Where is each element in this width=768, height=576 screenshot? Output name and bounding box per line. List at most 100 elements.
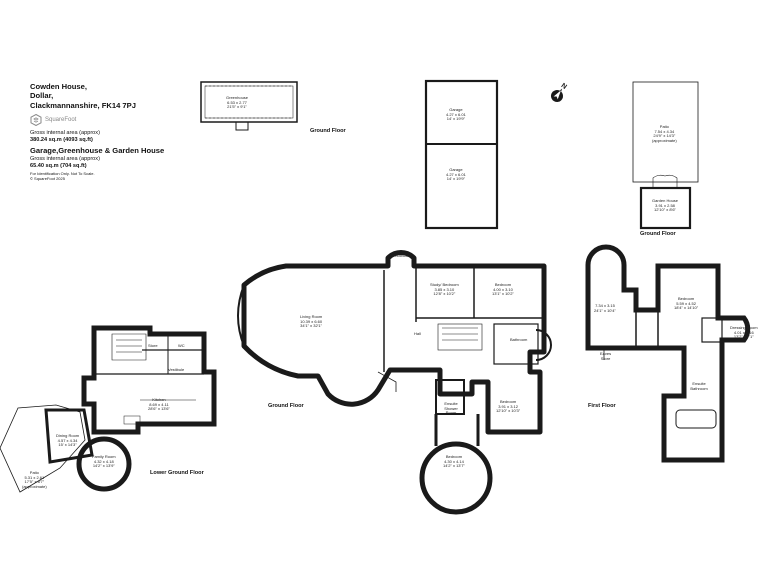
room-dims: 6.53 x 2.77 bbox=[227, 99, 247, 105]
room-name: Ensuite Shower Room bbox=[444, 401, 458, 416]
room-name: Kitchen bbox=[152, 397, 166, 402]
room-name: Garage bbox=[449, 167, 463, 172]
disclaimer-block: For Identification Only. Not To Scale. ©… bbox=[30, 171, 95, 181]
first-floor-plan bbox=[585, 244, 751, 463]
room-name: Study/ Bedroom bbox=[430, 282, 459, 287]
ground-floor-plan bbox=[237, 250, 552, 515]
squarefoot-icon bbox=[30, 114, 42, 126]
room-note: (approximate) bbox=[652, 137, 677, 143]
title-line-3: Clackmannanshire, FK14 7PJ bbox=[30, 100, 136, 110]
room-dims: 4.30 x 4.14 bbox=[444, 458, 464, 464]
greenhouse-plan bbox=[200, 81, 298, 131]
room-dims: 5.31 x 2.61 bbox=[24, 474, 45, 480]
room-store: Store bbox=[148, 343, 158, 348]
section-2-title: Garage,Greenhouse & Garden House bbox=[30, 146, 165, 155]
room-imperial: 34'1" x 32'1" bbox=[300, 323, 323, 329]
floor-title-first: First Floor bbox=[588, 403, 616, 409]
room-name: Bedroom bbox=[677, 296, 695, 301]
area-block-1: Gross internal area (approx) 380.24 sq.m… bbox=[30, 130, 100, 144]
floor-title-outbuildings: Ground Floor bbox=[310, 128, 346, 134]
room-imperial: 14' x 19'9" bbox=[446, 116, 466, 122]
room-note: Store bbox=[600, 355, 611, 361]
room-garden-house: Garden House 3.91 x 2.58 12'10" x 8'6" bbox=[652, 198, 679, 213]
room-dims: 4.27 x 6.01 bbox=[446, 111, 466, 117]
room-ensuite-bathroom: Ensuite Bathroom bbox=[686, 381, 712, 391]
room-bathroom: Bathroom bbox=[510, 337, 528, 342]
room-ensuite-shower: Ensuite Shower Room bbox=[441, 401, 461, 416]
room-dressing: Dressing Room 4.01 x 2.16 13'2" x 7'1" bbox=[730, 325, 758, 340]
room-wc: WC bbox=[178, 343, 185, 348]
room-dims: 4.32 x 4.18 bbox=[93, 458, 114, 464]
room-name: Family Room bbox=[92, 454, 116, 459]
room-name: Patio bbox=[29, 470, 39, 475]
room-name: Dressing Room bbox=[730, 325, 758, 330]
svg-text:N: N bbox=[560, 82, 568, 91]
area-block-2: Gross internal area (approx) 65.40 sq.m … bbox=[30, 156, 100, 170]
room-imperial: 24'9" x 14'3" bbox=[653, 133, 676, 139]
room-imperial: 12'8" x 10'2" bbox=[433, 291, 456, 297]
room-patio-lower: Patio 5.31 x 2.61 17'5" x 8'7" (approxim… bbox=[22, 470, 47, 489]
floor-title-garden-house: Ground Floor bbox=[640, 231, 676, 237]
room-name: Bedroom bbox=[445, 454, 463, 459]
room-dims: 10.39 x 6.60 bbox=[300, 318, 323, 324]
room-imperial: 13'2" x 7'1" bbox=[733, 334, 754, 340]
room-bedroom-c: Bedroom 4.30 x 4.14 14'2" x 13'7" bbox=[443, 454, 465, 469]
room-first-landing: 7.34 x 3.15 24'1" x 10'4" bbox=[594, 303, 616, 313]
room-dims: 3.85 x 3.10 bbox=[434, 286, 455, 292]
property-title: Cowden House, Dollar, Clackmannanshire, … bbox=[30, 82, 136, 110]
room-name: Eaves bbox=[600, 351, 612, 356]
room-dims: 5.59 x 4.52 bbox=[676, 300, 696, 306]
room-dims: 7.34 x 3.15 bbox=[595, 303, 615, 308]
room-bedroom-b: Bedroom 3.91 x 3.12 12'10" x 10'3" bbox=[496, 399, 521, 414]
room-dims: 4.00 x 3.10 bbox=[493, 286, 513, 292]
room-imperial: 24'1" x 10'4" bbox=[594, 307, 616, 313]
lower-ground-plan bbox=[0, 325, 217, 493]
room-dims: 3.91 x 2.58 bbox=[655, 202, 675, 208]
room-dims: 4.01 x 2.16 bbox=[733, 329, 754, 335]
garage-plan bbox=[424, 79, 499, 230]
room-name: Greenhouse bbox=[226, 95, 249, 100]
room-name: Garden House bbox=[652, 198, 679, 203]
brand-name: SquareFoot bbox=[45, 117, 77, 123]
room-name: Patio bbox=[659, 124, 669, 129]
room-kitchen: Kitchen 8.69 x 4.11 28'6" x 13'6" bbox=[148, 397, 170, 412]
room-note: (approximate) bbox=[22, 483, 47, 489]
room-bedroom-first: Bedroom 5.59 x 4.52 18'4" x 14'10" bbox=[674, 296, 699, 311]
room-name: Dining Room bbox=[56, 433, 80, 438]
room-bedroom-a: Bedroom 4.00 x 3.10 13'1" x 10'2" bbox=[492, 282, 514, 297]
room-imperial: 12'10" x 8'6" bbox=[654, 207, 676, 213]
room-name: Bedroom bbox=[499, 399, 517, 404]
room-imperial: 14'2" x 13'9" bbox=[92, 463, 115, 469]
room-dims: 4.57 x 4.34 bbox=[57, 437, 78, 443]
garden-house-plan bbox=[632, 81, 699, 230]
room-dims: 4.27 x 6.01 bbox=[446, 171, 466, 177]
brand-logo: SquareFoot bbox=[30, 114, 76, 126]
room-dims: 7.54 x 4.34 bbox=[654, 128, 675, 134]
room-living-room: Living Room 10.39 x 6.60 34'1" x 32'1" bbox=[300, 314, 323, 329]
room-imperial: 17'5" x 8'7" bbox=[24, 479, 45, 485]
area-label-1: Gross internal area (approx) bbox=[30, 130, 100, 136]
room-imperial: 28'6" x 13'6" bbox=[148, 406, 170, 412]
room-hall: Hall bbox=[414, 331, 421, 336]
room-imperial: 13'1" x 10'2" bbox=[492, 291, 514, 297]
room-dims: 3.91 x 3.12 bbox=[498, 403, 518, 409]
room-name: Ensuite Bathroom bbox=[690, 381, 708, 391]
room-imperial: 14' x 19'9" bbox=[446, 176, 466, 182]
room-patio-upper: Patio 7.54 x 4.34 24'9" x 14'3" (approxi… bbox=[652, 124, 677, 143]
copyright-text: © SquareFoot 2025 bbox=[30, 175, 65, 181]
room-imperial: 21'5" x 9'1" bbox=[227, 104, 247, 110]
floor-title-lower-ground: Lower Ground Floor bbox=[150, 470, 204, 476]
title-line-2: Dollar, bbox=[30, 91, 54, 101]
area-value-2: 65.40 sq.m (704 sq.ft) bbox=[30, 162, 87, 169]
room-imperial: 18'4" x 14'10" bbox=[674, 305, 699, 311]
room-garage-2: Garage 4.27 x 6.01 14' x 19'9" bbox=[446, 167, 466, 182]
room-imperial: 12'10" x 10'3" bbox=[496, 408, 521, 414]
disclaimer-text: For Identification Only. Not To Scale. bbox=[30, 171, 95, 176]
area-label-2: Gross internal area (approx) bbox=[30, 156, 100, 162]
room-garage-1: Garage 4.27 x 6.01 14' x 19'9" bbox=[446, 107, 466, 122]
room-eaves: Eaves Store bbox=[600, 351, 612, 361]
room-name: Bedroom bbox=[494, 282, 512, 287]
room-vestibule-top: Vestibule bbox=[392, 253, 409, 258]
